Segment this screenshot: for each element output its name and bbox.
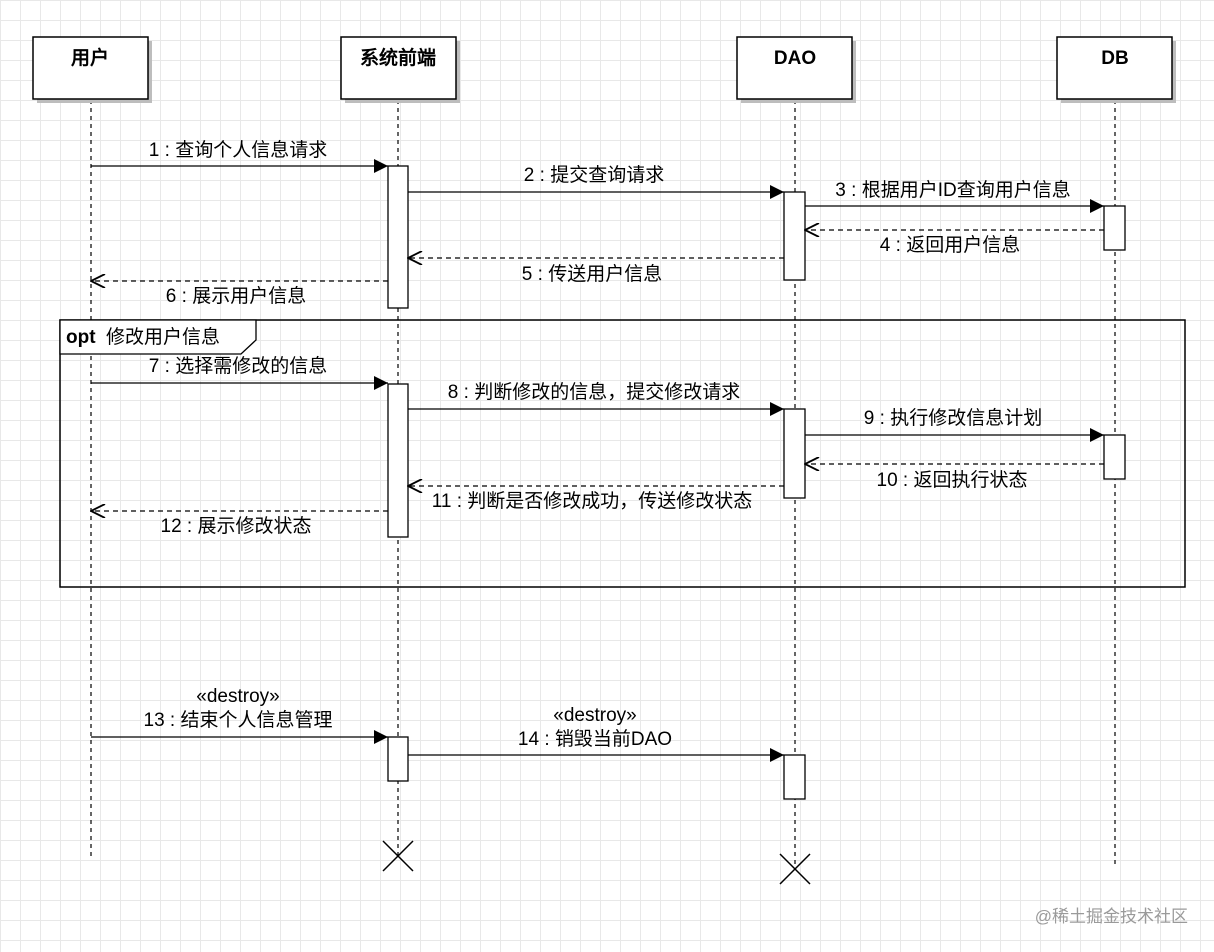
message-11-label: 11 : 判断是否修改成功，传送修改状态 <box>432 490 753 512</box>
activation-frontend-1[interactable] <box>387 165 409 309</box>
lifeline-user[interactable]: 用户 <box>32 36 152 103</box>
message-12[interactable]: 12 : 展示修改状态 <box>91 511 388 537</box>
message-14-label: 14 : 销毁当前DAO <box>518 728 672 750</box>
message-13-label: 13 : 结束个人信息管理 <box>144 709 333 731</box>
message-2[interactable]: 2 : 提交查询请求 <box>408 164 784 199</box>
message-13-stereotype: «destroy» <box>196 686 279 707</box>
message-2-label: 2 : 提交查询请求 <box>524 164 664 186</box>
message-8-label: 8 : 判断修改的信息，提交修改请求 <box>448 381 740 403</box>
message-8[interactable]: 8 : 判断修改的信息，提交修改请求 <box>408 381 784 416</box>
message-7[interactable]: 7 : 选择需修改的信息 <box>91 355 388 390</box>
activation-frontend-2[interactable] <box>387 383 409 538</box>
destroy-marker-dao <box>779 853 811 885</box>
lifeline-dao-label: DAO <box>774 48 816 69</box>
message-3[interactable]: 3 : 根据用户ID查询用户信息 <box>805 179 1104 213</box>
fragment-condition: 修改用户信息 <box>106 326 220 348</box>
message-14[interactable]: «destroy» 14 : 销毁当前DAO <box>408 705 784 762</box>
message-3-label: 3 : 根据用户ID查询用户信息 <box>835 179 1070 201</box>
message-10-label: 10 : 返回执行状态 <box>877 469 1028 491</box>
lifeline-frontend[interactable]: 系统前端 <box>340 36 460 103</box>
activation-dao-3[interactable] <box>783 754 806 800</box>
message-12-label: 12 : 展示修改状态 <box>161 515 312 537</box>
message-5[interactable]: 5 : 传送用户信息 <box>408 258 784 285</box>
message-6[interactable]: 6 : 展示用户信息 <box>91 281 388 307</box>
activation-dao-2[interactable] <box>783 408 806 499</box>
message-11[interactable]: 11 : 判断是否修改成功，传送修改状态 <box>408 486 784 512</box>
lifeline-user-label: 用户 <box>71 46 109 69</box>
lifeline-db[interactable]: DB <box>1056 36 1176 103</box>
message-10[interactable]: 10 : 返回执行状态 <box>805 464 1104 491</box>
opt-fragment[interactable]: opt 修改用户信息 <box>59 319 1186 588</box>
activation-frontend-3[interactable] <box>387 736 409 782</box>
fragment-keyword: opt <box>66 327 96 348</box>
message-9[interactable]: 9 : 执行修改信息计划 <box>805 407 1104 442</box>
message-13[interactable]: «destroy» 13 : 结束个人信息管理 <box>91 686 388 744</box>
destroy-marker-frontend <box>382 840 414 872</box>
message-7-label: 7 : 选择需修改的信息 <box>149 355 327 377</box>
activation-dao-1[interactable] <box>783 191 806 281</box>
watermark: @稀土掘金技术社区 <box>1035 907 1188 926</box>
message-6-label: 6 : 展示用户信息 <box>166 285 306 307</box>
activation-db-2[interactable] <box>1103 434 1126 480</box>
lifeline-dao[interactable]: DAO <box>736 36 856 103</box>
message-4-label: 4 : 返回用户信息 <box>880 234 1020 256</box>
message-14-stereotype: «destroy» <box>553 705 636 726</box>
lifeline-db-label: DB <box>1101 48 1128 69</box>
message-1-label: 1 : 查询个人信息请求 <box>149 139 327 161</box>
activation-db-1[interactable] <box>1103 205 1126 251</box>
message-1[interactable]: 1 : 查询个人信息请求 <box>91 139 388 173</box>
message-9-label: 9 : 执行修改信息计划 <box>864 407 1042 429</box>
message-4[interactable]: 4 : 返回用户信息 <box>805 230 1104 256</box>
lifeline-frontend-label: 系统前端 <box>360 46 436 69</box>
message-5-label: 5 : 传送用户信息 <box>522 263 662 285</box>
